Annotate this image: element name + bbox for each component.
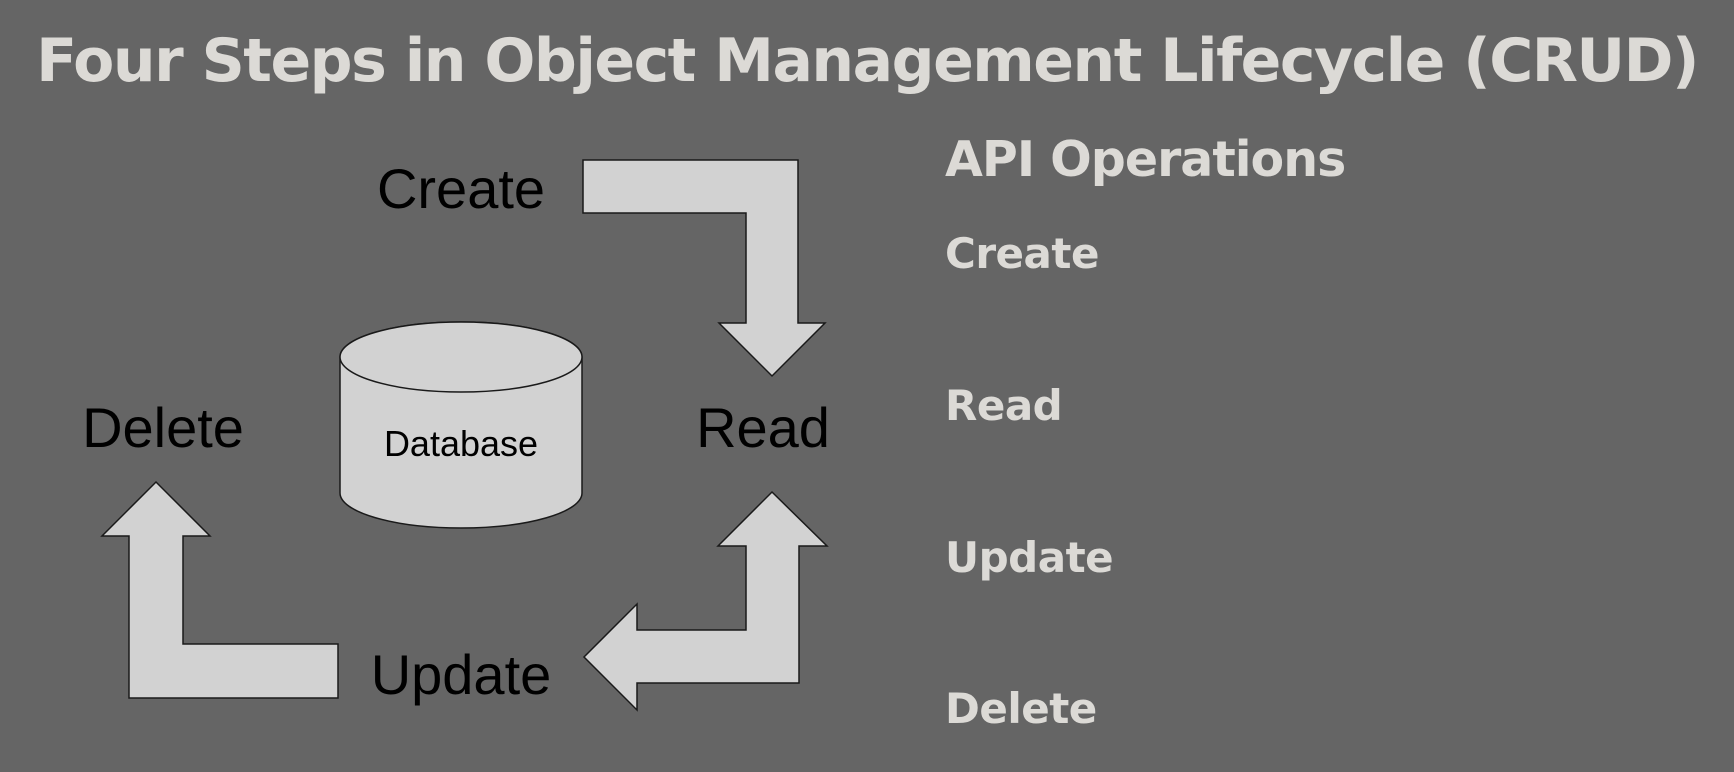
api-operations-heading: API Operations (945, 131, 1346, 188)
api-operation-update: Update (945, 533, 1114, 582)
api-operation-create: Create (945, 229, 1099, 278)
slide-title: Four Steps in Object Management Lifecycl… (36, 26, 1699, 96)
api-operation-read: Read (945, 381, 1063, 430)
read-label: Read (696, 396, 830, 459)
delete-label: Delete (82, 396, 244, 459)
create-to-read-arrow-shape (582, 159, 827, 378)
create-label: Create (377, 157, 545, 220)
database-label: Database (384, 423, 538, 464)
api-operation-delete: Delete (945, 684, 1097, 733)
update-to-read-arrow (582, 490, 829, 712)
update-label: Update (371, 643, 552, 706)
update-to-delete-arrow (100, 480, 339, 699)
database-cylinder (339, 321, 583, 529)
